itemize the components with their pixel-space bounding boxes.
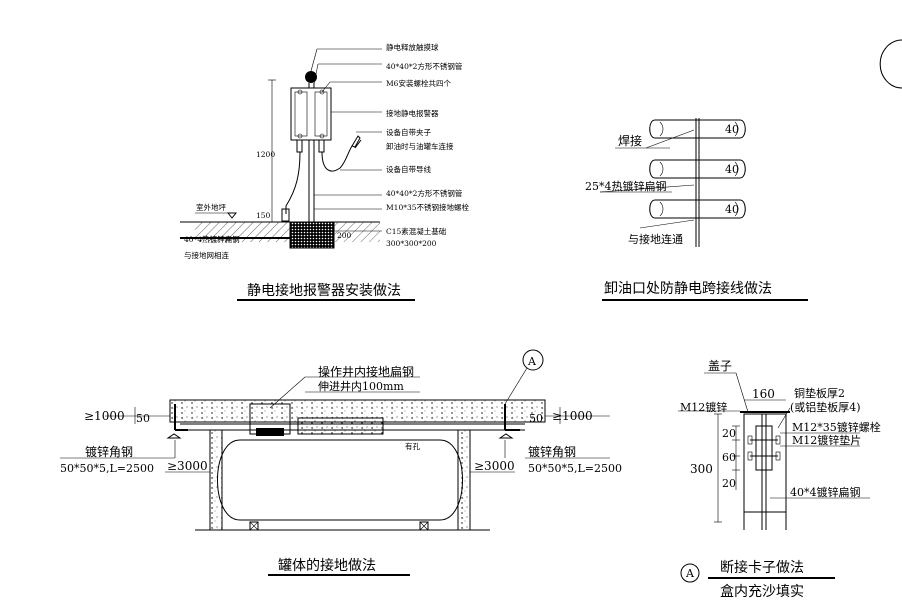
label-flat-steel: 40*4热镀锌扁钢 — [184, 234, 240, 244]
label-angle-left-spec: 50*50*5,L=2500 — [60, 462, 154, 475]
dim-160: 160 — [752, 387, 775, 401]
label-outdoor-ground: 室外地坪 — [196, 202, 226, 212]
drawing-d-clamp — [678, 372, 870, 583]
label-angle-left: 镀锌角钢 — [85, 445, 133, 459]
dim-left-50: 50 — [136, 412, 150, 425]
label-angle-right: 镀锌角钢 — [528, 445, 576, 459]
dim-60: 60 — [722, 451, 736, 464]
label-weld: 焊接 — [618, 133, 642, 148]
drawing-a-title: 静电接地报警器安装做法 — [247, 282, 401, 299]
label-m12-steel: M12镀锌 — [680, 400, 727, 414]
dim-right-50: 50 — [529, 412, 543, 425]
label-cover: 盖子 — [708, 359, 732, 373]
label-foundation-size: 300*300*200 — [386, 239, 437, 248]
label-pipe-2: 40 — [725, 163, 739, 176]
label-bolt: M12*35镀锌螺栓 — [792, 420, 881, 434]
dim-right-1000: ≥1000 — [552, 409, 593, 423]
edge-callout-circle — [879, 39, 902, 89]
dim-right-3000: ≥3000 — [474, 459, 515, 473]
drawing-c-title: 罐体的接地做法 — [278, 557, 376, 574]
dim-300: 300 — [690, 462, 713, 476]
dim-150: 150 — [256, 211, 271, 220]
label-alarm: 接地静电报警器 — [386, 108, 439, 118]
drawing-d-subtitle: 盒内充沙填实 — [720, 583, 804, 600]
label-small-note: 有孔 — [405, 441, 420, 451]
label-copper-plate: 铜垫板厚2 — [794, 386, 845, 400]
drawing-b-title: 卸油口处防静电跨接线做法 — [604, 280, 772, 297]
drawing-c-labels: 操作井内接地扁钢 伸进井内100mm ≥1000 ≥1000 50 50 镀锌角… — [60, 355, 622, 574]
label-well-steel: 操作井内接地扁钢 — [318, 364, 414, 379]
drawing-d-title: 断接卡子做法 — [720, 559, 804, 576]
label-ball: 静电释放触摸球 — [386, 42, 439, 52]
label-pipe-top: 40*40*2方形不锈钢管 — [386, 61, 463, 71]
label-clip: 设备自带夹子 — [386, 127, 431, 137]
drawing-a-labels: 静电释放触摸球 40*40*2方形不锈钢管 M6安装螺栓共四个 接地静电报警器 … — [184, 42, 470, 299]
drawing-b-bonding — [599, 118, 808, 301]
label-connect-grid: 与接地网相连 — [184, 250, 229, 260]
callout-a-bottom: A — [685, 567, 695, 580]
label-foundation: C15素混凝土基础 — [386, 226, 446, 236]
dim-200: 200 — [337, 231, 352, 240]
label-washer: M12镀锌垫片 — [792, 433, 861, 447]
label-wire: 设备自带导线 — [386, 164, 431, 174]
drawing-d-labels: 盖子 160 铜垫板厚2 (或铝垫板厚4) M12镀锌 M12*35镀锌螺栓 M… — [680, 359, 881, 600]
label-flat-steel-40: 40*4镀锌扁钢 — [790, 485, 861, 499]
label-angle-right-spec: 50*50*5,L=2500 — [528, 462, 622, 475]
label-alu-plate: (或铝垫板厚4) — [790, 400, 861, 414]
label-to-ground: 与接地连通 — [628, 233, 683, 246]
dim-left-3000: ≥3000 — [167, 459, 208, 473]
label-bolts: M6安装螺栓共四个 — [386, 78, 451, 88]
dim-left-1000: ≥1000 — [84, 409, 125, 423]
label-ground-bolt: M10*35不锈钢接地螺栓 — [386, 202, 470, 212]
drawing-c-tank — [60, 349, 610, 576]
dim-20a: 20 — [722, 427, 736, 440]
callout-a-top: A — [527, 355, 537, 368]
dim-20b: 20 — [722, 477, 736, 490]
label-pipe-1: 40 — [725, 123, 739, 136]
drawing-a-static-alarm — [180, 48, 415, 301]
label-clip-note: 卸油时与油罐车连接 — [386, 141, 454, 151]
label-pipe-3: 40 — [725, 203, 739, 216]
label-well-extend: 伸进井内100mm — [318, 379, 404, 393]
dim-height: 1200 — [256, 150, 275, 159]
label-pipe-bottom: 40*40*2方形不锈钢管 — [386, 188, 463, 198]
drawing-b-labels: 焊接 25*4热镀锌扁钢 与接地连通 40 40 40 卸油口处防静电跨接线做法 — [585, 123, 772, 297]
label-flat-steel-25: 25*4热镀锌扁钢 — [585, 179, 667, 193]
